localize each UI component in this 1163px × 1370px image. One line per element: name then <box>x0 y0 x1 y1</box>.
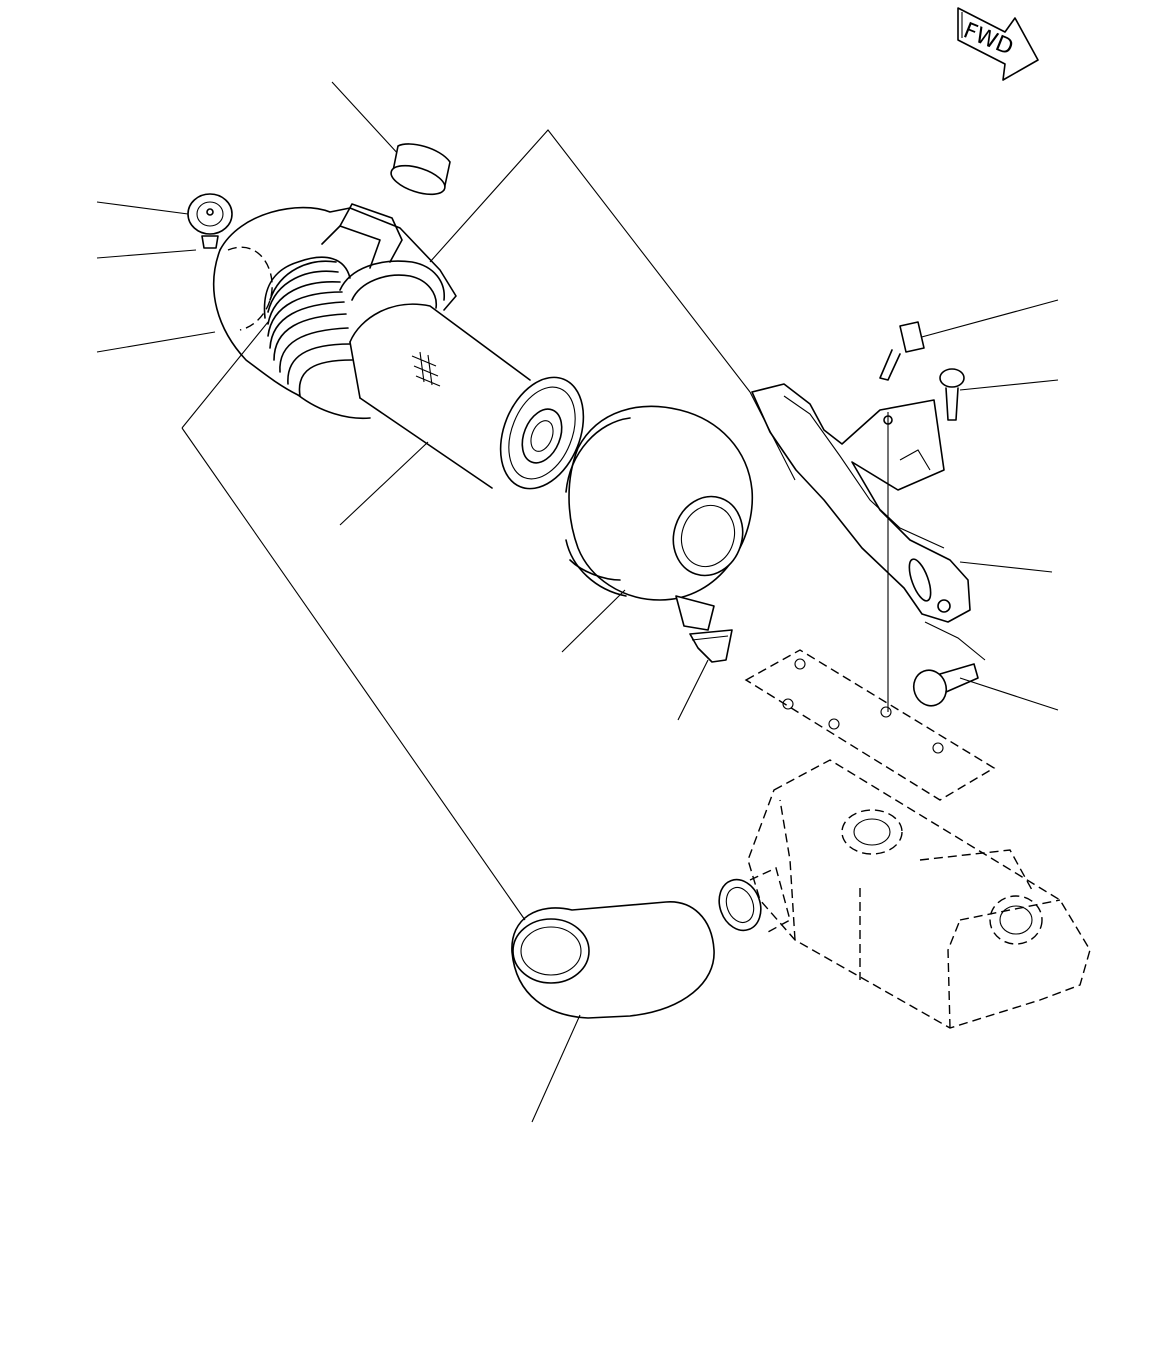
engine-cover <box>718 759 1091 1029</box>
intake-hose <box>511 901 715 1019</box>
air-cleaner-body <box>212 203 457 420</box>
bolt-lower <box>912 663 979 707</box>
mounting-bracket <box>751 383 971 623</box>
evacuator-valve <box>675 595 733 663</box>
filter-element <box>349 303 585 490</box>
gasket-plate <box>744 649 996 801</box>
bolt-upper-2 <box>939 368 965 421</box>
dust-cap <box>390 143 451 196</box>
indicator-knob <box>187 193 233 249</box>
forward-arrow-icon: FWD <box>957 7 1039 81</box>
end-cover <box>565 405 754 601</box>
fwd-label: FWD <box>960 18 1017 60</box>
bolt-upper-1 <box>879 321 925 381</box>
leader-lines <box>96 81 1059 1123</box>
